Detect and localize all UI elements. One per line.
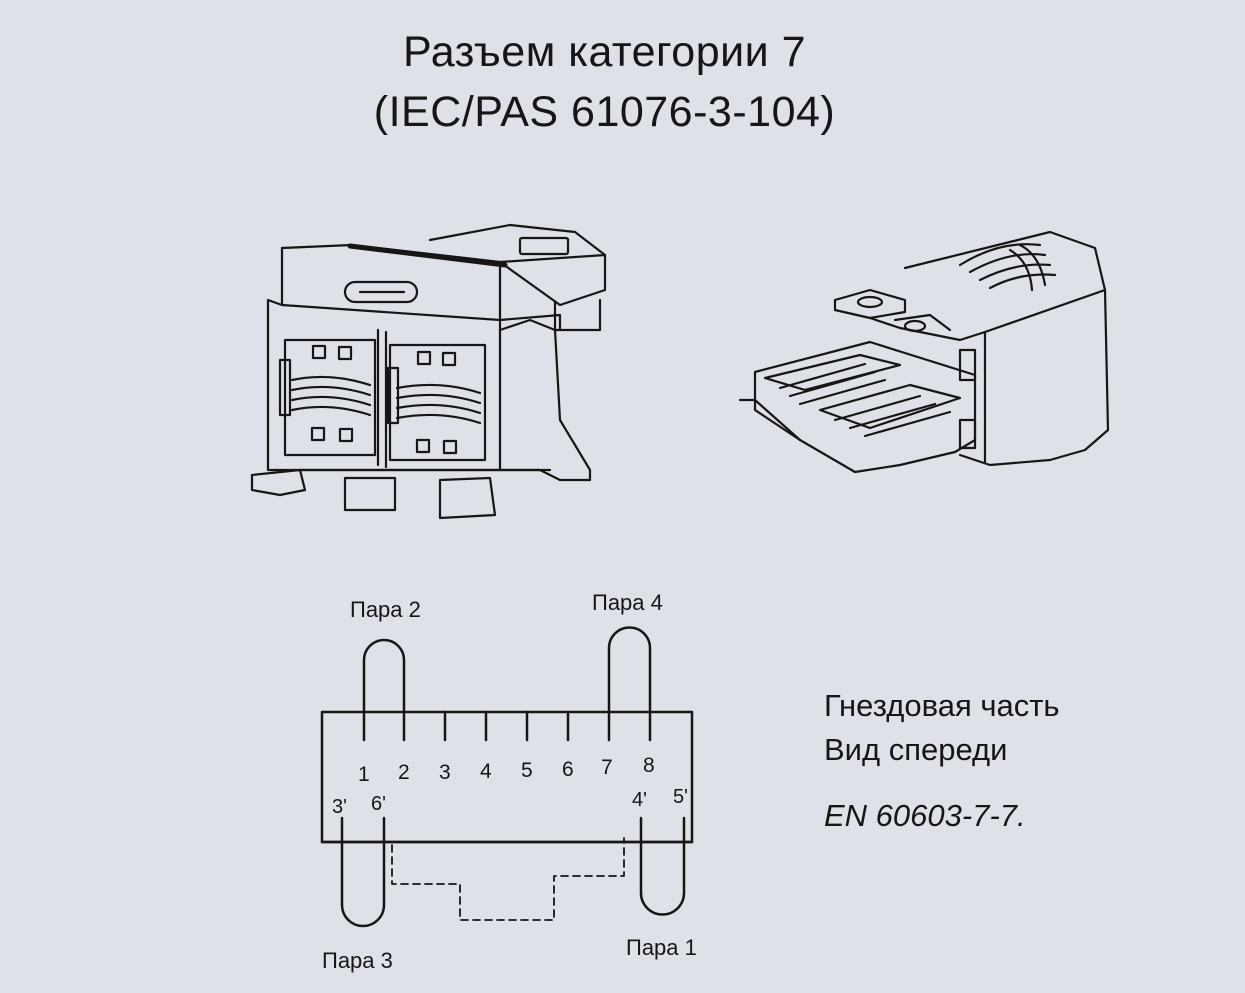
- side-label-socket-part: Гнездовая часть: [824, 688, 1060, 723]
- pin-label: 8: [643, 754, 655, 777]
- pin-label: 5: [521, 759, 533, 782]
- pair-labels: Пара 2 Пара 4 Пара 3 Пара 1: [322, 590, 697, 973]
- alt-pin-label: 5': [673, 786, 688, 808]
- pair1-label: Пара 1: [626, 935, 697, 960]
- plug-illustration: [738, 230, 1110, 474]
- pair1-loop: [639, 840, 686, 916]
- pair2-loop: [362, 638, 406, 714]
- pair2-label: Пара 2: [350, 597, 421, 622]
- diagram-title: Разъем категории 7: [402, 28, 807, 76]
- alt-pin-stubs: [340, 816, 686, 844]
- pin-label: 2: [398, 761, 410, 784]
- alt-pin-label: 4': [632, 789, 647, 811]
- pin-label: 7: [601, 756, 613, 779]
- shield-dashed-line: [391, 837, 625, 921]
- pin-label: 6: [562, 758, 574, 781]
- alt-pin-label: 6': [371, 793, 386, 815]
- pair3-label: Пара 3: [322, 948, 393, 973]
- alt-pin-label: 3': [332, 796, 347, 818]
- side-label-standard: EN 60603-7-7.: [824, 798, 1026, 833]
- jack-front-outline: [320, 710, 694, 844]
- side-label-front-view: Вид спереди: [824, 732, 1008, 767]
- pin-label: 3: [439, 761, 451, 784]
- pair4-label: Пара 4: [592, 590, 663, 615]
- pair3-loop: [340, 840, 386, 928]
- pinout-schematic: [320, 626, 694, 928]
- pin-labels: 1 2 3 4 5 6 7 8: [358, 754, 655, 786]
- pin-label: 4: [480, 760, 492, 783]
- pair4-loop: [607, 626, 652, 714]
- alt-pin-labels: 3' 6' 4' 5': [332, 786, 688, 818]
- pin-stubs: [362, 710, 652, 742]
- diagram-subtitle: (IEC/PAS 61076-3-104): [373, 88, 836, 136]
- jack-illustration: [250, 223, 607, 520]
- pin-label: 1: [358, 763, 370, 786]
